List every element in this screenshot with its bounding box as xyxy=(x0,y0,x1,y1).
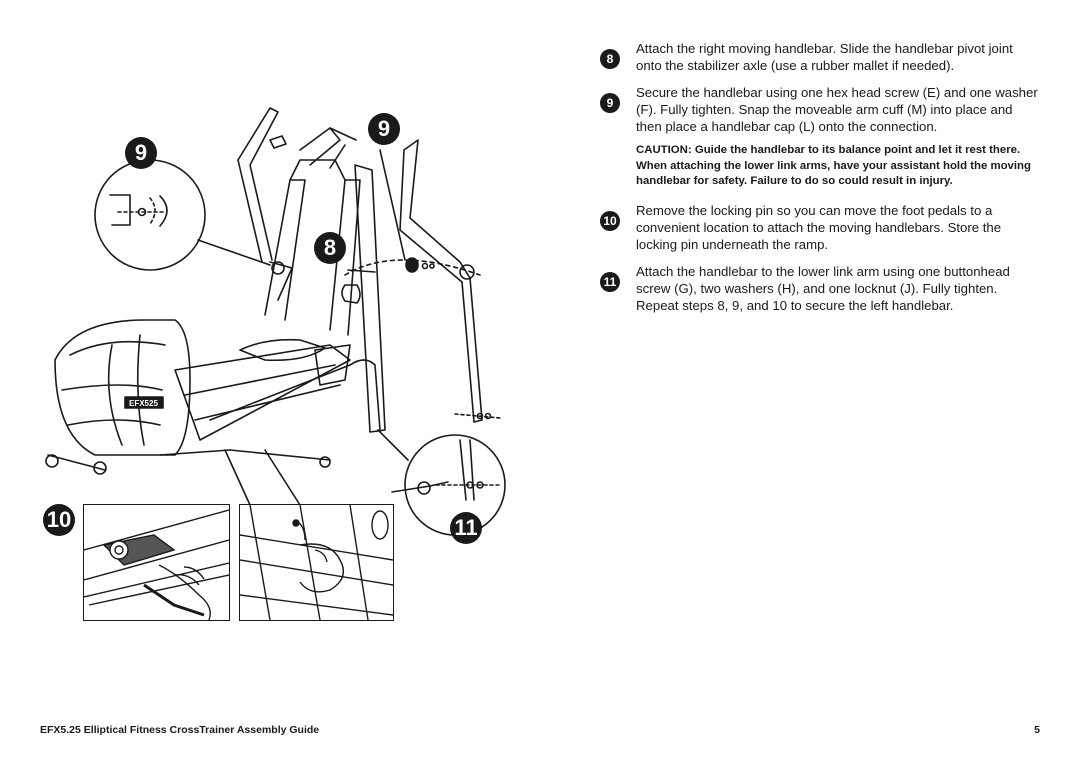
caution-note: CAUTION: Guide the handlebar to its bala… xyxy=(636,144,1031,187)
step-text: Attach the handlebar to the lower link a… xyxy=(636,263,1010,313)
step-number-badge: 8 xyxy=(600,49,620,69)
step-text: Remove the locking pin so you can move t… xyxy=(636,202,1002,252)
callout-step-11: 11 xyxy=(450,512,482,544)
callout-step-9-right: 9 xyxy=(368,113,400,145)
callout-step-9-left: 9 xyxy=(125,137,157,169)
inset-photo-locking-pin-left xyxy=(83,504,230,621)
step-8: 8 Attach the right moving handlebar. Sli… xyxy=(600,40,1040,74)
assembly-illustration: EFX525 xyxy=(0,0,560,680)
elliptical-line-drawing: EFX525 xyxy=(45,107,506,536)
step-text: Attach the right moving handlebar. Slide… xyxy=(636,41,1013,73)
right-handlebar xyxy=(399,139,483,423)
inset-photo-locking-pin-right xyxy=(239,504,394,621)
footer-guide-title: EFX5.25 Elliptical Fitness CrossTrainer … xyxy=(40,724,320,736)
brand-plate xyxy=(124,396,164,409)
step-text: Secure the handlebar using one hex head … xyxy=(636,85,1038,134)
detail-circle-step9 xyxy=(94,159,206,271)
step-number-badge: 9 xyxy=(600,93,620,113)
flywheel-housing xyxy=(54,319,191,456)
ramp xyxy=(174,344,351,441)
step-number-badge: 10 xyxy=(600,210,620,231)
step-number-badge: 11 xyxy=(600,271,620,292)
step-10: 10 Remove the locking pin so you can mov… xyxy=(600,202,1040,253)
instruction-steps: 8 Attach the right moving handlebar. Sli… xyxy=(600,40,1040,324)
callout-step-10: 10 xyxy=(43,504,75,536)
callout-step-8: 8 xyxy=(314,232,346,264)
step-9: 9 Secure the handlebar using one hex hea… xyxy=(600,84,1040,135)
left-handlebar xyxy=(237,107,279,261)
brand-plate-label: EFX525 xyxy=(129,399,158,408)
step-11: 11 Attach the handlebar to the lower lin… xyxy=(600,263,1040,314)
footer-page-number: 5 xyxy=(1034,724,1040,736)
